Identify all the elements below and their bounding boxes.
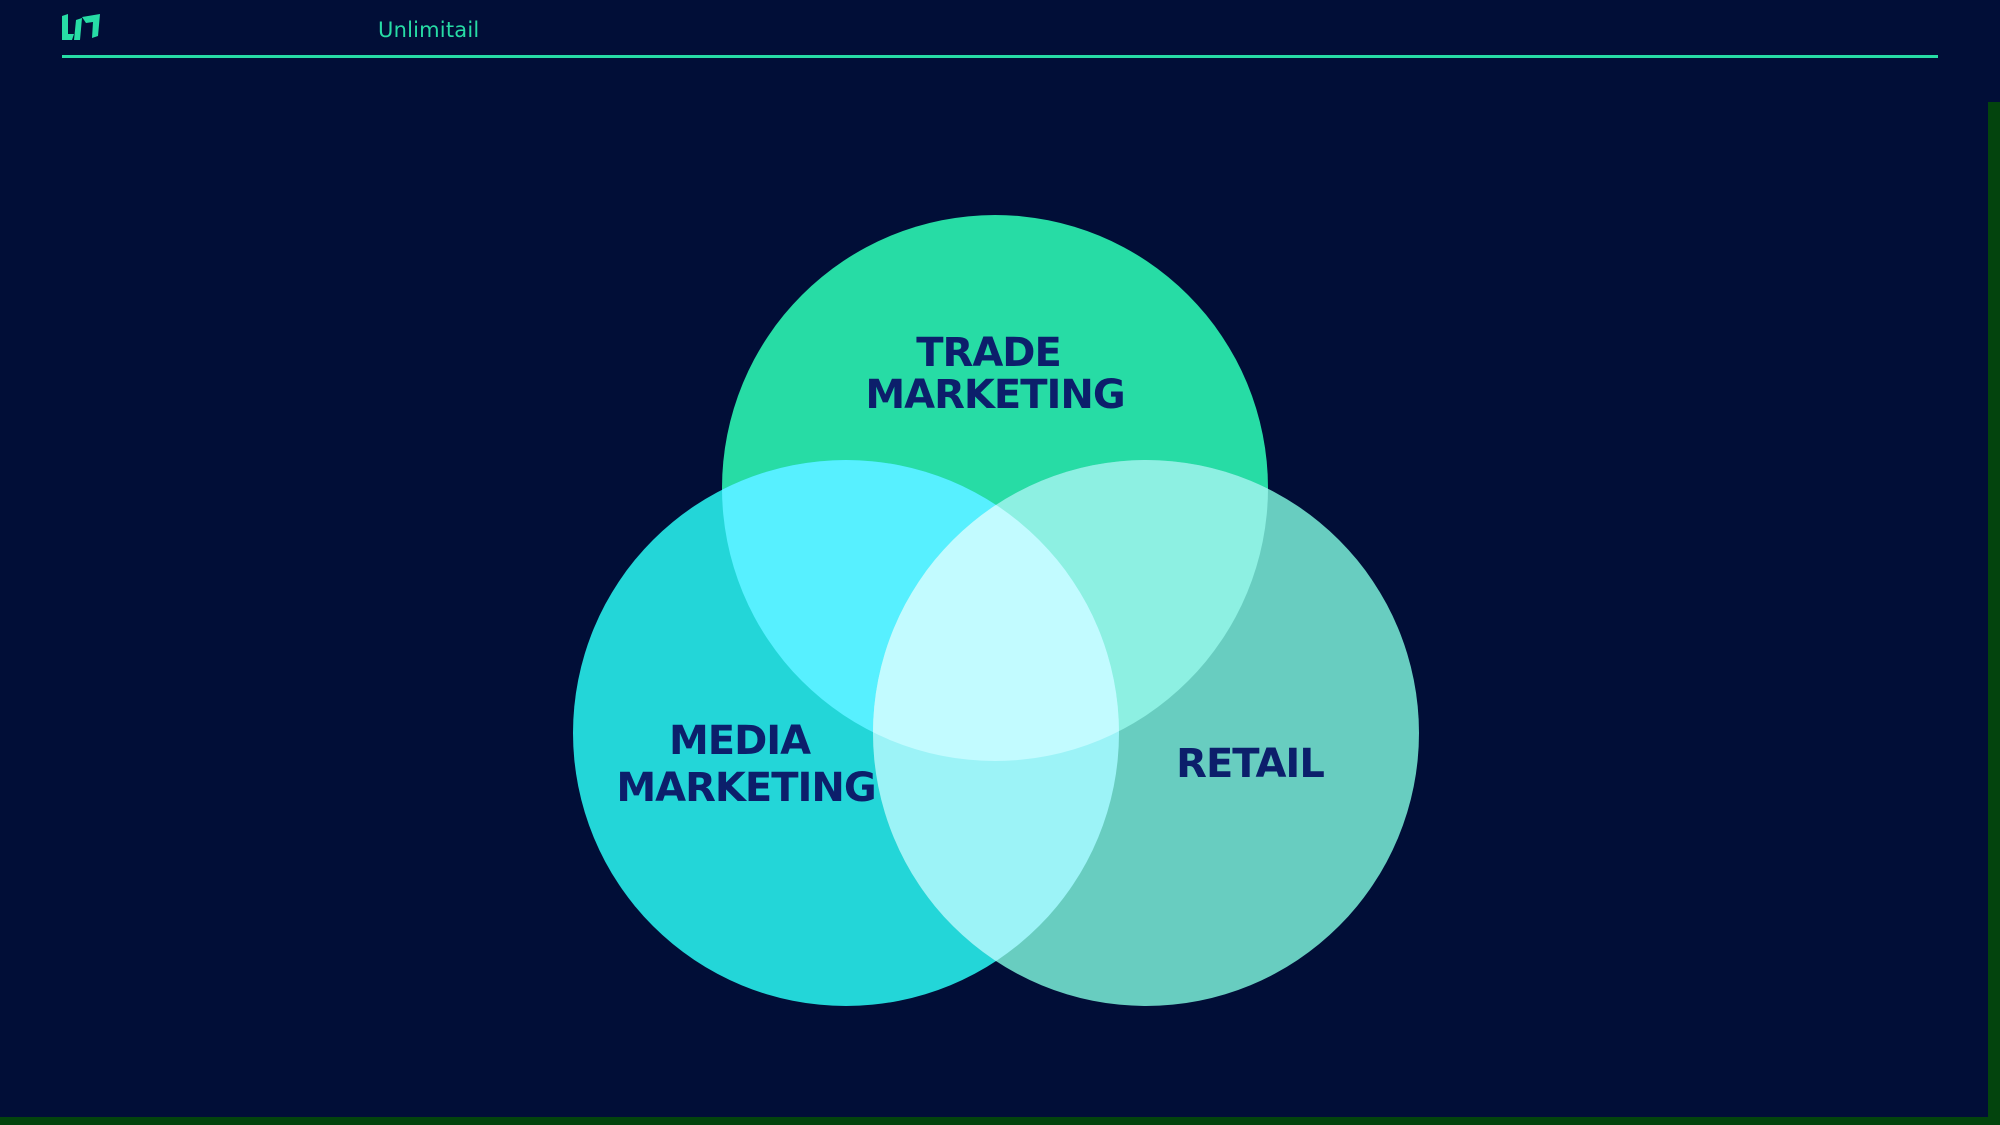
brand-name: Unlimitail (378, 18, 480, 42)
label-media-line-1: MEDIA (669, 718, 811, 764)
label-trade-marketing: TRADE MARKETING (865, 330, 1124, 418)
header: Unlimitail (62, 14, 1938, 58)
label-media-line-2: MARKETING (616, 765, 875, 811)
label-media-marketing: MEDIA MARKETING (616, 718, 875, 811)
label-trade-line-1: TRADE (916, 330, 1061, 376)
header-divider (62, 55, 1938, 58)
label-retail-line-1: RETAIL (1176, 741, 1324, 787)
label-retail: RETAIL (1176, 741, 1324, 787)
label-trade-line-2: MARKETING (865, 372, 1124, 418)
slide-edge-right (1988, 102, 2000, 1125)
unlimitail-logo-icon (62, 14, 100, 40)
slide-edge-bottom (0, 1117, 2000, 1125)
venn-overlap-center (873, 460, 1119, 761)
